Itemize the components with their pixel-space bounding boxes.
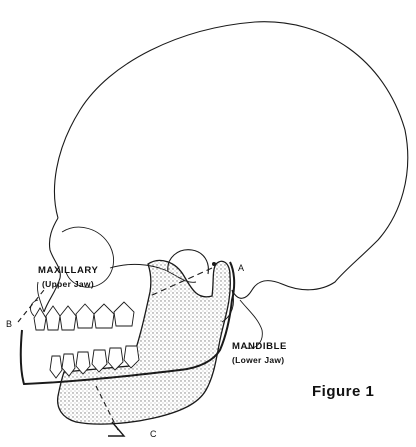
maxillary-sub-label: (Upper Jaw) bbox=[42, 280, 94, 289]
figure-caption: Figure 1 bbox=[312, 384, 374, 399]
mandible-sub-label: (Lower Jaw) bbox=[232, 356, 284, 365]
point-a-label: A bbox=[238, 264, 244, 273]
point-a-marker bbox=[212, 262, 216, 266]
mandible-label: MANDIBLE bbox=[232, 342, 287, 352]
upper-teeth bbox=[34, 302, 134, 330]
point-b-label: B bbox=[6, 320, 12, 329]
point-c-label: C bbox=[150, 430, 157, 439]
cranium-outline bbox=[54, 22, 407, 299]
maxillary-label: MAXILLARY bbox=[38, 266, 98, 276]
